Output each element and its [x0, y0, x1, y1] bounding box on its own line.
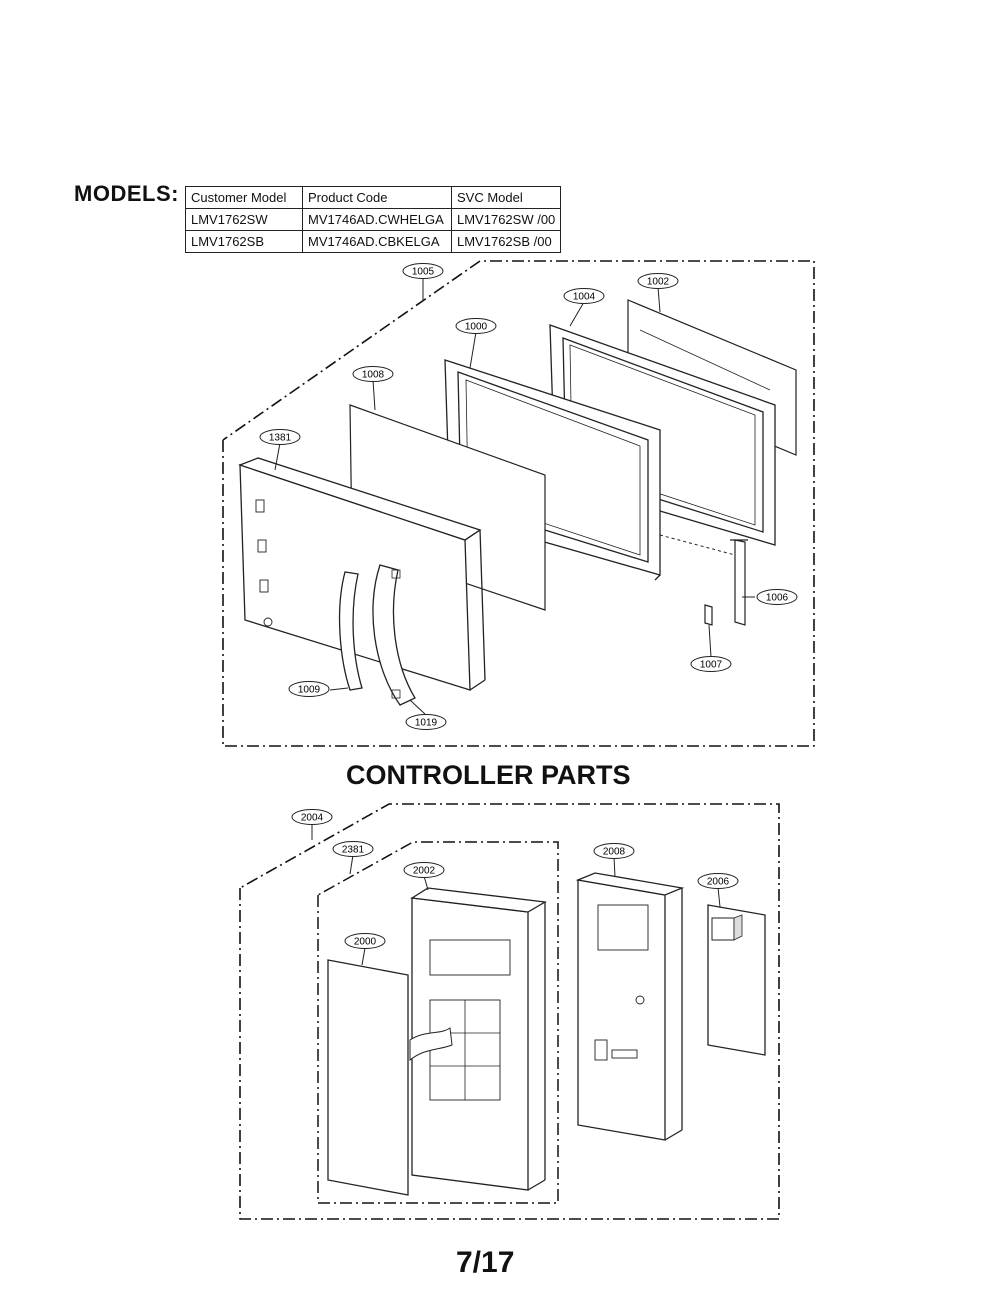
- controller-leader-lines: [311, 823, 721, 966]
- controller-frame: [575, 872, 685, 1141]
- controller-assembly-boundary: [239, 803, 780, 1220]
- table-row: LMV1762SW MV1746AD.CWHELGA LMV1762SW /00: [185, 208, 562, 231]
- door-part-callout-label: 1009: [298, 685, 321, 696]
- door-part-callout-label: 1006: [766, 593, 789, 604]
- table-row: LMV1762SB MV1746AD.CBKELGA LMV1762SB /00: [185, 230, 562, 253]
- controller-part-callout-label: 2006: [707, 877, 730, 888]
- controller-part-callout-oval: [291, 809, 333, 825]
- svc-model-cell: LMV1762SB /00: [450, 230, 562, 253]
- door-part-callout-label: 1381: [269, 433, 292, 444]
- controller-part-callout-oval: [403, 862, 445, 878]
- models-table: Customer Model Product Code SVC Model LM…: [185, 186, 562, 253]
- controller-part-callout-oval: [593, 843, 635, 859]
- controller-part-callout-label: 2008: [603, 847, 626, 858]
- header-customer-model: Customer Model: [185, 186, 303, 209]
- models-label: MODELS:: [74, 181, 179, 206]
- control-panel-body: [410, 887, 547, 1191]
- door-latch: [704, 539, 748, 626]
- handle-support: [372, 564, 416, 706]
- customer-model-cell: LMV1762SB: [185, 230, 303, 253]
- door-handle: [338, 571, 363, 691]
- door-part-callout-oval: [402, 263, 444, 279]
- door-part-callout-oval: [259, 429, 301, 445]
- door-part-callout-oval: [455, 318, 497, 334]
- door-part-callout-label: 1000: [465, 322, 488, 333]
- door-part-callout-label: 1004: [573, 292, 596, 303]
- controller-part-callout-oval: [332, 841, 374, 857]
- door-part-callout-oval: [690, 656, 732, 672]
- part-callouts: 1005 1004 1002 1000 1008 1381 1006 1007 1009 1019…: [259, 263, 798, 949]
- models-table-header-row: Customer Model Product Code SVC Model: [185, 186, 562, 209]
- controller-part-callout-label: 2004: [301, 813, 324, 824]
- product-code-cell: MV1746AD.CWHELGA: [302, 208, 452, 231]
- door-leader-lines: [274, 278, 755, 716]
- controller-part-callout-oval: [697, 873, 739, 889]
- door-part-callout-oval: [563, 288, 605, 304]
- controller-part-callout-label: 2000: [354, 937, 377, 948]
- door-part-callout-oval: [405, 714, 447, 730]
- section-title: CONTROLLER PARTS: [346, 760, 631, 790]
- door-assembly-boundary: [222, 260, 815, 747]
- controller-part-callout-label: 2381: [342, 845, 365, 856]
- door-part-callout-oval: [756, 589, 798, 605]
- control-panel-subassembly-boundary: [317, 841, 559, 1204]
- controller-part-callout-label: 2002: [413, 866, 436, 877]
- svc-model-cell: LMV1762SW /00: [450, 208, 562, 231]
- product-code-cell: MV1746AD.CBKELGA: [302, 230, 452, 253]
- control-panel-sheet: [327, 959, 453, 1196]
- door-part-callout-oval: [288, 681, 330, 697]
- door-part-callout-label: 1007: [700, 660, 723, 671]
- door-part-callout-label: 1002: [647, 277, 670, 288]
- door-part-callout-oval: [352, 366, 394, 382]
- controller-pcb: [707, 904, 766, 1056]
- door-part-callout-oval: [637, 273, 679, 289]
- controller-part-callout-oval: [344, 933, 386, 949]
- page-number: 7/17: [456, 1246, 515, 1279]
- door-part-callout-label: 1005: [412, 267, 435, 278]
- door-part-callout-label: 1019: [415, 718, 438, 729]
- door-part-callout-label: 1008: [362, 370, 385, 381]
